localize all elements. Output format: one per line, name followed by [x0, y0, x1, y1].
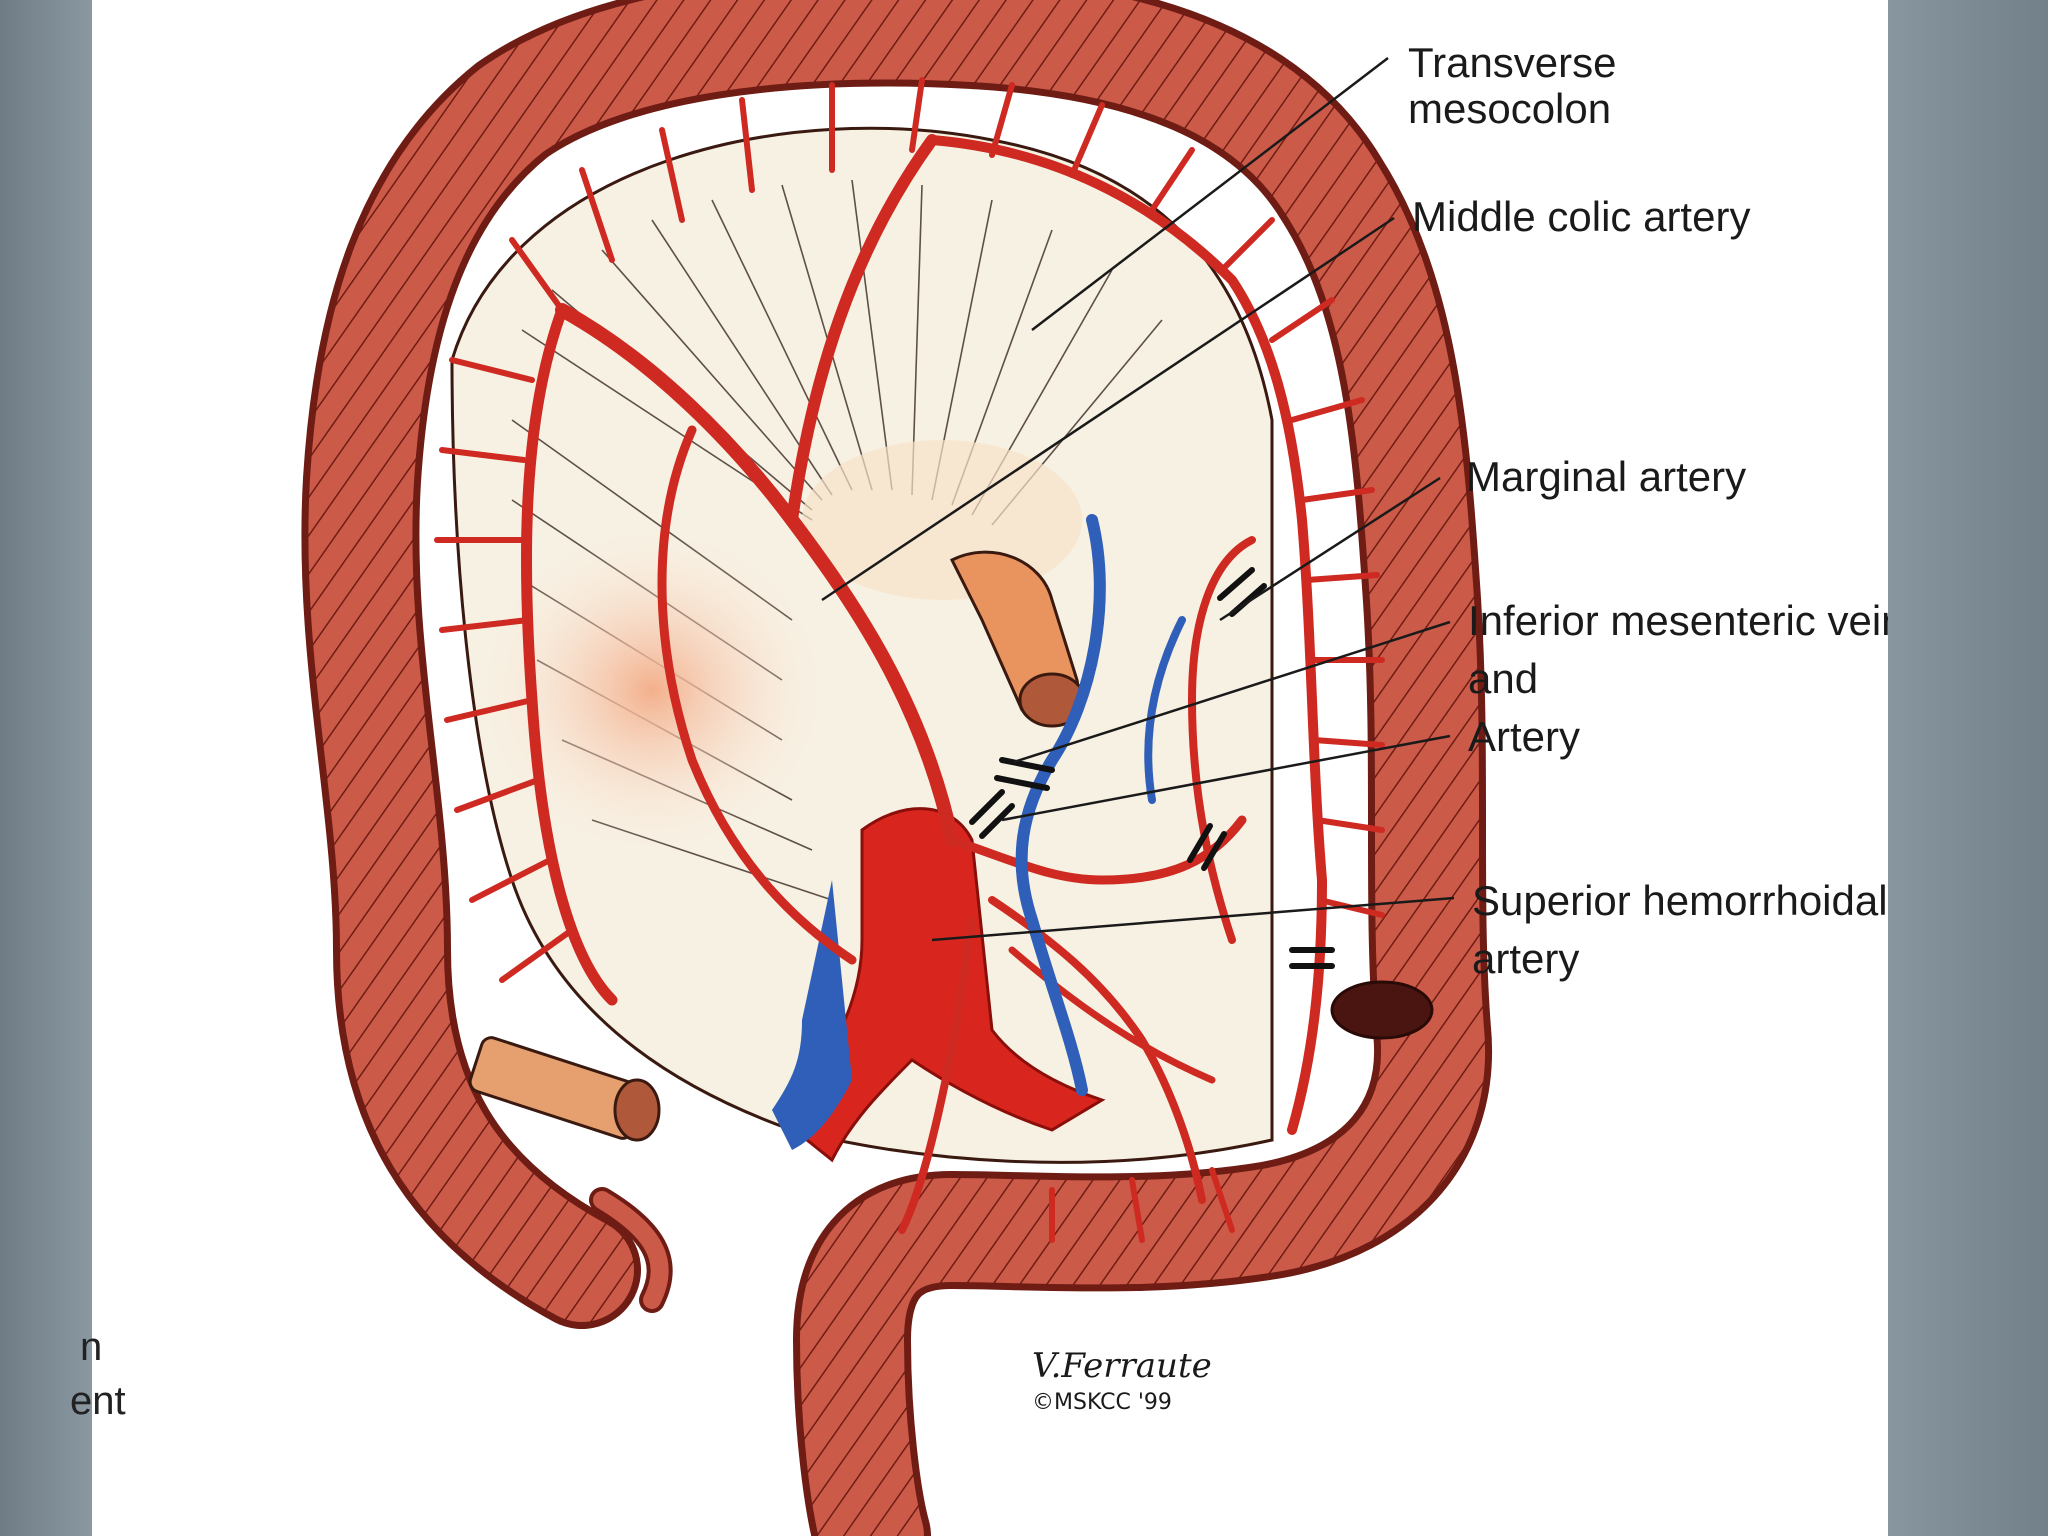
ligation-marks	[969, 567, 1335, 969]
ileum-stump	[468, 1036, 661, 1142]
descending-colon-stump	[1330, 980, 1434, 1040]
label-marginal-artery: Marginal artery	[1466, 453, 1747, 500]
colon-anatomy-illustration	[301, 0, 1493, 1536]
label-transverse-mesocolon-line2: mesocolon	[1408, 85, 1612, 132]
slide-canvas: Transverse mesocolon Middle colic artery…	[92, 0, 1888, 1536]
artist-signature: V.Ferraute	[1032, 1346, 1212, 1386]
label-inferior-mesenteric-line3: Artery	[1468, 713, 1581, 760]
label-superior-hemorrhoidal-line2: artery	[1472, 935, 1580, 982]
slide-frame-left	[0, 0, 92, 1536]
cropped-text-line2: ent	[70, 1379, 126, 1423]
vasa-recta	[434, 77, 1385, 1243]
leader-lines	[821, 57, 1455, 942]
label-transverse-mesocolon-line1: Transverse	[1408, 39, 1617, 86]
label-superior-hemorrhoidal: Superior hemorrhoidal artery	[1472, 872, 1888, 988]
label-inferior-mesenteric-line1: Inferior mesenteric vein	[1468, 597, 1888, 644]
label-transverse-mesocolon: Transverse mesocolon	[1408, 34, 1617, 138]
copyright-mark: ©MSKCC '99	[1032, 1390, 1172, 1415]
label-inferior-mesenteric-line2: and	[1468, 655, 1539, 702]
label-superior-hemorrhoidal-line1: Superior hemorrhoidal	[1472, 877, 1888, 924]
slide-frame-right	[1888, 0, 2048, 1536]
label-inferior-mesenteric: Inferior mesenteric vein and Artery	[1468, 592, 1888, 766]
label-middle-colic-artery: Middle colic artery	[1412, 193, 1751, 240]
inferior-mesenteric-vein	[1015, 514, 1106, 1096]
cropped-text-line1: n	[80, 1325, 103, 1369]
